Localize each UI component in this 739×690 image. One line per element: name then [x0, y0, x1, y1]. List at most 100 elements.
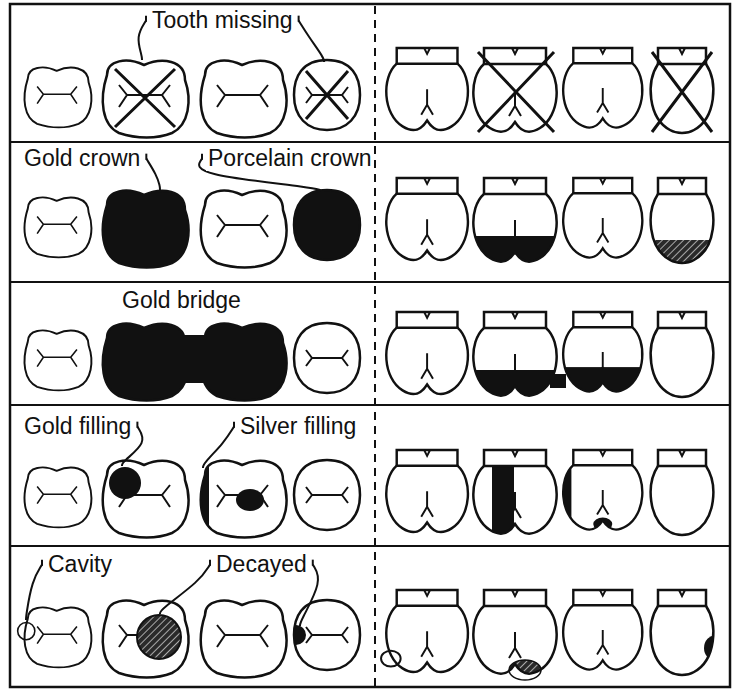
- tooth-fill: [294, 190, 360, 260]
- occlusal-tooth: [294, 460, 360, 530]
- occlusal-tooth: [103, 61, 189, 138]
- occlusal-tooth: [103, 191, 189, 268]
- occlusal-tooth: [25, 467, 92, 527]
- missing-cross: [306, 71, 348, 119]
- tooth-outline: [563, 605, 642, 669]
- facial-tooth: [473, 590, 556, 680]
- tooth-groove: [37, 86, 77, 103]
- leader-hook: [145, 154, 147, 160]
- view-divider: [374, 6, 376, 686]
- tooth-outline: [473, 328, 556, 396]
- tooth-fill: [651, 64, 714, 133]
- tooth-outline: [25, 467, 92, 527]
- tooth-outline: [201, 324, 287, 401]
- tooth-outline: [473, 466, 556, 534]
- tooth-groove: [421, 48, 433, 115]
- restoration-mark: [560, 367, 647, 405]
- tooth-groove: [597, 48, 608, 113]
- tooth-groove: [421, 590, 433, 657]
- facial-tooth: [560, 450, 642, 539]
- tooth-outline: [294, 190, 360, 260]
- tooth-groove: [509, 48, 521, 116]
- tooth-fill: [103, 601, 189, 678]
- tooth-fill: [103, 461, 189, 538]
- tooth-fill: [294, 460, 360, 530]
- tooth-groove: [509, 590, 521, 658]
- facial-tooth: [563, 178, 642, 258]
- facial-tooth: [386, 48, 468, 130]
- tooth-outline: [651, 328, 714, 397]
- tooth-groove: [37, 486, 77, 503]
- occlusal-tooth: [294, 323, 360, 393]
- tooth-outline: [103, 461, 189, 538]
- tooth-groove: [509, 312, 521, 380]
- tooth-fill: [294, 60, 360, 130]
- tooth-outline: [25, 67, 92, 127]
- tooth-outline: [651, 64, 714, 133]
- facial-tooth: [646, 178, 718, 270]
- bridge-joint: [182, 335, 206, 383]
- leader-hook: [209, 560, 211, 566]
- restoration-mark: [201, 324, 287, 401]
- tooth-drawing: [286, 625, 306, 645]
- occlusal-tooth: [25, 330, 92, 390]
- tooth-fill: [201, 461, 287, 538]
- tooth-fill: [25, 197, 92, 257]
- tooth-groove: [597, 450, 608, 515]
- occlusal-tooth: [286, 600, 360, 670]
- restoration-mark: [470, 236, 562, 276]
- occlusal-tooth: [201, 601, 287, 678]
- tooth-fill: [103, 191, 189, 268]
- restoration-mark: [103, 324, 189, 401]
- facial-tooth: [651, 590, 728, 675]
- occlusal-tooth: [103, 461, 189, 538]
- symbol-label: Gold crown: [22, 146, 142, 171]
- facial-tooth: [473, 48, 556, 132]
- tooth-groove: [679, 48, 685, 54]
- tooth-fill: [294, 323, 360, 393]
- leader-hook: [233, 422, 235, 428]
- restoration-mark: [109, 467, 141, 499]
- tooth-groove: [306, 350, 348, 366]
- facial-tooth: [560, 312, 647, 405]
- chart-border: [10, 4, 730, 687]
- symbol-label: Decayed: [214, 552, 309, 577]
- tooth-fill: [651, 606, 714, 675]
- tooth-outline: [294, 323, 360, 393]
- facial-tooth: [651, 450, 714, 535]
- row-divider: [10, 281, 730, 283]
- tooth-fill: [201, 601, 287, 678]
- tooth-outline: [25, 607, 92, 667]
- tooth-fill: [201, 191, 287, 268]
- occlusal-tooth: [25, 197, 92, 257]
- occlusal-tooth: [25, 67, 92, 127]
- tooth-outline: [651, 466, 714, 535]
- occlusal-tooth: [201, 191, 287, 268]
- tooth-outline: [386, 606, 468, 672]
- facial-tooth: [386, 450, 468, 532]
- tooth-outline: [386, 194, 468, 260]
- decay-mark: [509, 660, 541, 680]
- tooth-outline: [386, 466, 468, 532]
- leader-line: [203, 427, 234, 468]
- occlusal-tooth: [103, 601, 189, 678]
- leader-line: [146, 159, 160, 190]
- tooth-outline: [473, 64, 556, 132]
- tooth-groove: [597, 178, 608, 243]
- tooth-outline: [201, 601, 287, 678]
- leader-hook: [41, 560, 43, 566]
- tooth-groove: [679, 312, 685, 318]
- tooth-fill: [651, 466, 714, 535]
- occlusal-tooth: [201, 324, 287, 401]
- restoration-mark: [286, 625, 306, 645]
- symbol-label: Tooth missing: [150, 8, 295, 33]
- facial-tooth: [386, 312, 468, 394]
- tooth-outline: [386, 328, 468, 394]
- tooth-groove: [679, 450, 685, 456]
- tooth-drawing: [470, 370, 562, 410]
- leader-hook: [298, 16, 300, 22]
- bridge-joint: [550, 374, 566, 388]
- tooth-outline: [25, 330, 92, 390]
- tooth-fill: [651, 328, 714, 397]
